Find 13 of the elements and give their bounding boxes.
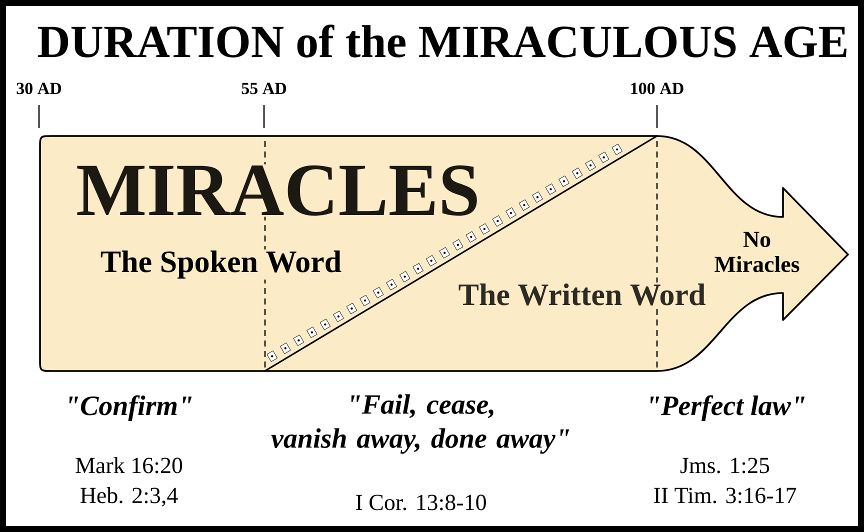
scripture-reference: II Tim. 3:16-17 [654, 488, 796, 504]
scripture-reference: I Cor. 13:8-10 [356, 494, 486, 510]
date-label: 55 AD [242, 82, 286, 94]
section-label: The Spoken Word [99, 249, 343, 280]
title: DURATION of the MIRACULOUS AGE [38, 24, 846, 58]
date-label: 100 AD [631, 82, 684, 94]
scripture-reference: Mark 16:20 [76, 457, 182, 474]
date-label: 30 AD [16, 82, 62, 94]
band-heading: MIRACLES [74, 164, 482, 217]
arrow-label: No Miracles [706, 230, 808, 274]
section-label: The Written Word [457, 282, 707, 306]
scripture-reference: Heb. 2:3,4 [80, 487, 178, 507]
scripture-reference: Jms. 1:25 [680, 458, 770, 474]
